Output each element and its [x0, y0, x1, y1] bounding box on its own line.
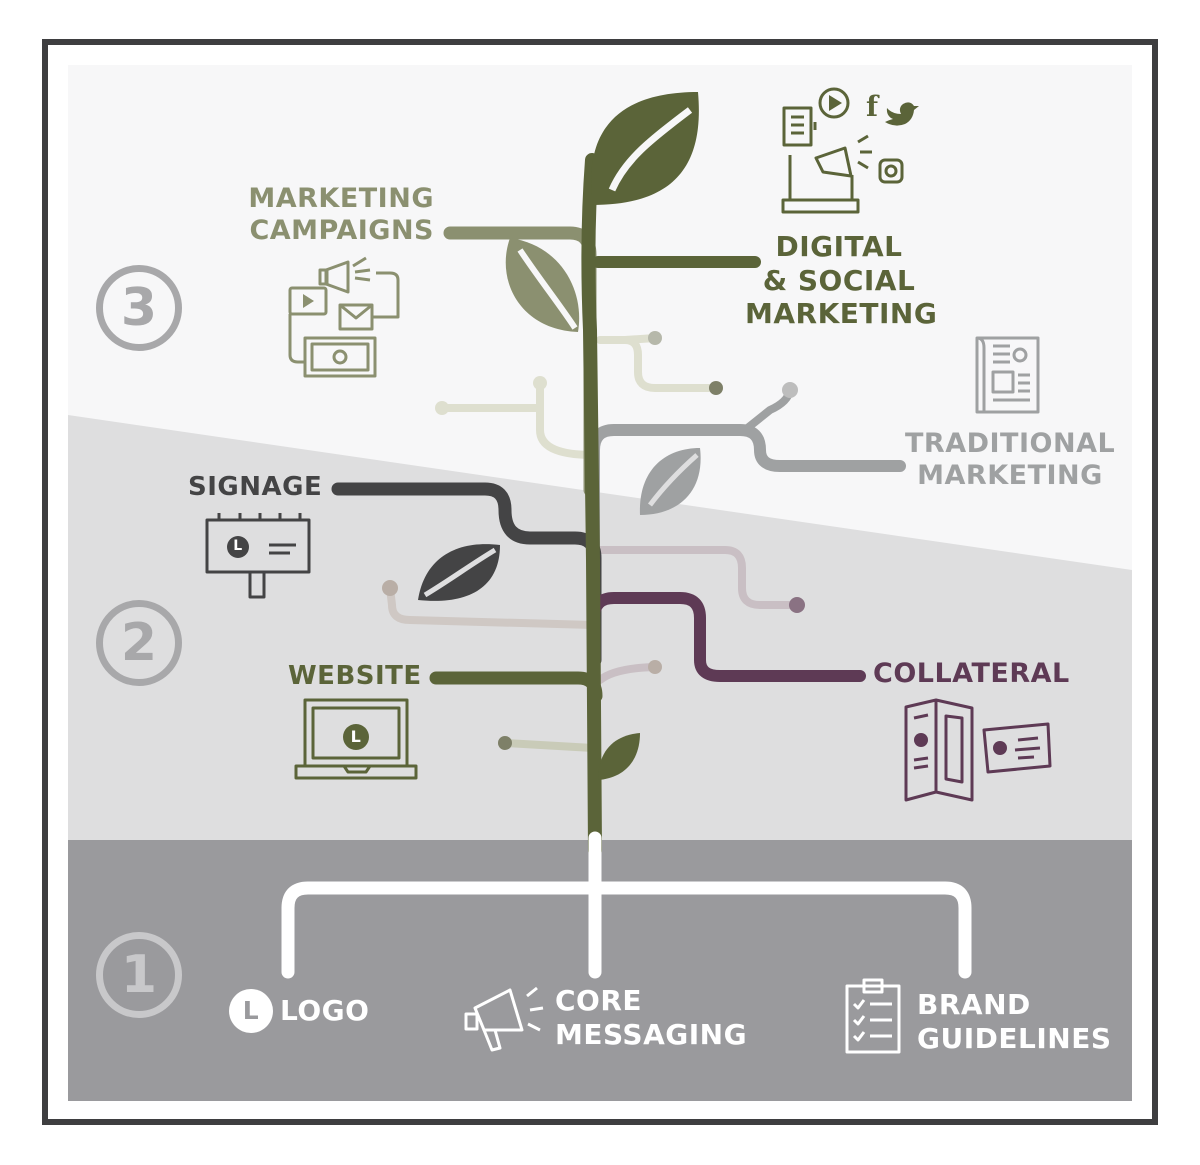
marketing-campaigns-label: MARKETING CAMPAIGNS: [248, 183, 434, 247]
tree-stem: [581, 153, 602, 857]
twig: [536, 381, 597, 459]
collateral-label: COLLATERAL: [873, 658, 1070, 689]
root-left: [281, 881, 602, 979]
checklist-icon: [845, 978, 901, 1054]
billboard-logo: [227, 536, 249, 558]
logo-label: LOGO: [280, 994, 370, 1027]
brochure-logo: [914, 733, 928, 747]
megaphone-icon: [464, 986, 544, 1052]
twig: [501, 739, 597, 752]
root-right: [588, 881, 972, 979]
core-messaging-label: CORE MESSAGING: [555, 984, 748, 1051]
leaf-small: [598, 733, 640, 780]
twitter-icon: [885, 102, 919, 126]
tier-1-number: 1: [96, 932, 182, 1018]
leaf-traditional-vein: [648, 453, 699, 507]
billboard-icon: [205, 513, 311, 599]
newspaper-icon: [975, 336, 1040, 414]
laptop-logo: [343, 724, 369, 750]
digital-social-label: DIGITAL & SOCIAL MARKETING: [745, 230, 938, 331]
laptop-icon: [294, 698, 418, 780]
logo-mark: L: [242, 996, 260, 1025]
card-logo: [993, 741, 1007, 755]
digital-social-icon: [781, 87, 904, 214]
logo-icon: [229, 989, 273, 1033]
signage-label: SIGNAGE: [188, 472, 323, 502]
leaf-signage-vein: [423, 547, 497, 598]
leaf-top-vein: [608, 107, 693, 192]
twig: [386, 584, 597, 629]
brand-guidelines-label: BRAND GUIDELINES: [917, 988, 1112, 1055]
campaign-icon: [288, 256, 400, 378]
billboard-logo-mark: L: [233, 538, 243, 554]
facebook-icon: f: [866, 90, 880, 123]
leaf-campaign-vein: [517, 248, 578, 330]
laptop-logo-mark: L: [350, 727, 362, 746]
twig: [594, 546, 801, 609]
tier-2-number: 2: [96, 600, 182, 686]
website-label: WEBSITE: [288, 661, 422, 691]
tier-3-number: 3: [96, 265, 182, 351]
brochure-icon: [904, 698, 1052, 802]
traditional-label: TRADITIONAL MARKETING: [905, 428, 1116, 492]
